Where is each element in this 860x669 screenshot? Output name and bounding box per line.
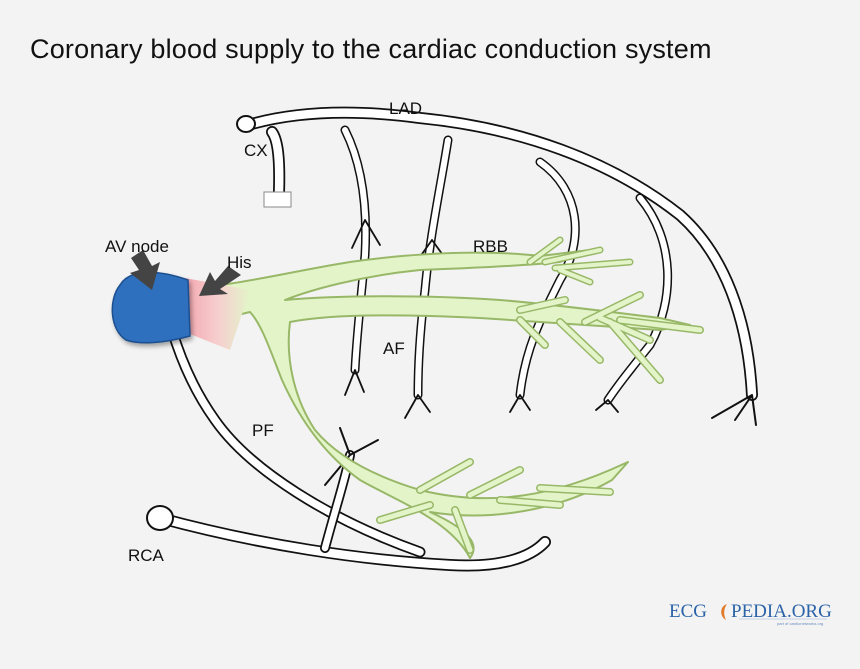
label-lad: LAD xyxy=(389,99,422,118)
label-af: AF xyxy=(383,339,405,358)
av-node-arrow xyxy=(130,250,160,290)
label-cx: CX xyxy=(244,141,268,160)
his-arrow xyxy=(199,266,241,296)
diagram-title: Coronary blood supply to the cardiac con… xyxy=(30,34,712,64)
cx-artery xyxy=(263,126,292,208)
logo-text-left: ECG xyxy=(669,601,707,622)
conduction-system xyxy=(219,236,704,559)
label-rca: RCA xyxy=(128,546,165,565)
his-bundle xyxy=(180,278,250,350)
ecgpedia-logo[interactable]: ECG PEDIA.ORG part of cardionetworks.org xyxy=(669,598,839,628)
logo-tagline: part of cardionetworks.org xyxy=(777,621,823,626)
rca-artery xyxy=(146,317,551,572)
lad-artery xyxy=(236,106,758,426)
label-his: His xyxy=(227,253,252,272)
logo-text-right: PEDIA.ORG xyxy=(731,601,832,622)
label-rbb: RBB xyxy=(473,237,508,256)
label-pf: PF xyxy=(252,421,274,440)
label-av-node: AV node xyxy=(105,237,169,256)
heart-icon xyxy=(721,604,727,620)
